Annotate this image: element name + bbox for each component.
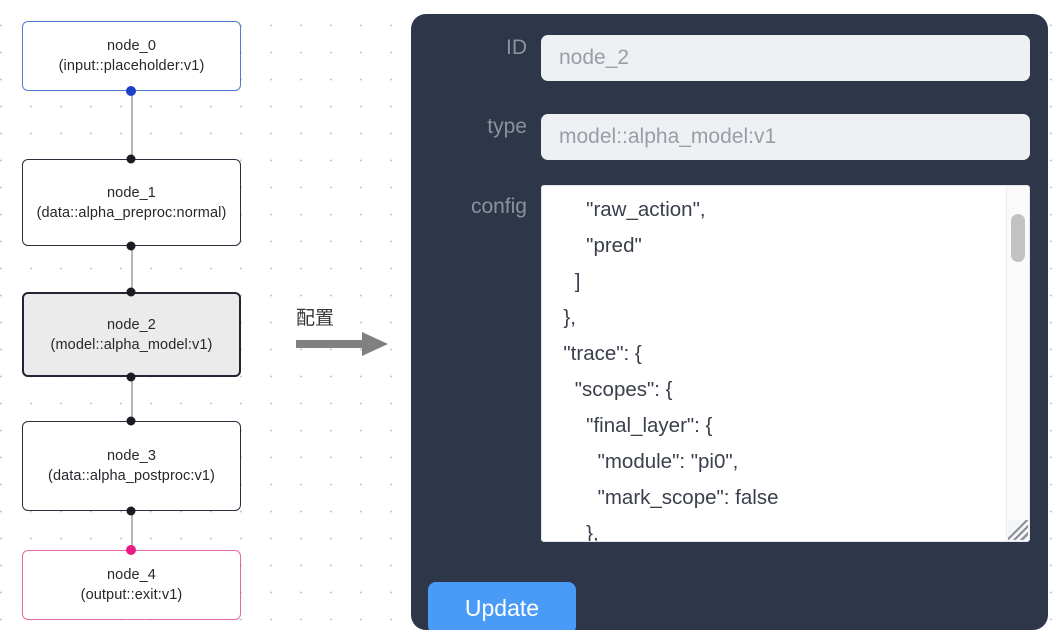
node-type-label: (data::alpha_postproc:v1) [48,468,215,484]
node-handle-source-node_2[interactable] [126,372,136,382]
node-handle-source-node_1[interactable] [126,241,136,251]
node-handle-source-node_0[interactable] [126,86,136,96]
field-row-id: ID node_2 [429,35,1030,81]
node-type-label: (data::alpha_preproc:normal) [36,204,227,221]
flow-node-node_4[interactable]: node_4 (output::exit:v1) [22,550,241,620]
annotation-label: 配置 [296,307,335,329]
config-field-label: config [470,195,527,218]
update-button[interactable]: Update [428,582,576,630]
flow-node-node_2[interactable]: node_2 (model::alpha_model:v1) [22,292,241,377]
flow-node-node_1[interactable]: node_1 (data::alpha_preproc:normal) [22,159,241,246]
arrow-right-icon [296,331,390,362]
edge-node3-node4 [131,511,134,550]
config-textarea[interactable]: "raw_action", "pred" ] }, "trace": { "sc… [563,198,779,541]
node-type-label: (model::alpha_model:v1) [50,336,213,353]
node-id-label: node_1 [106,184,156,201]
node-handle-target-node_4[interactable] [126,545,136,555]
flow-node-node_3[interactable]: node_3 (data::alpha_postproc:v1) [22,421,241,511]
type-input[interactable]: model::alpha_model:v1 [541,114,1030,160]
edge-node2-node3 [131,377,134,421]
node-id-label: node_4 [106,567,156,583]
edge-node0-node1 [131,91,134,159]
resize-handle-icon[interactable] [1008,520,1028,540]
edge-node1-node2 [131,246,134,292]
node-id-label: node_2 [106,316,156,333]
node-handle-source-node_3[interactable] [126,506,136,516]
node-handle-target-node_1[interactable] [126,154,136,164]
id-field-label: ID [506,36,527,59]
config-scrollbar[interactable] [1006,186,1029,541]
node-id-label: node_0 [107,38,156,54]
config-textarea-wrapper: "raw_action", "pred" ] }, "trace": { "sc… [541,185,1030,542]
flow-node-node_0[interactable]: node_0 (input::placeholder:v1) [22,21,241,91]
id-input[interactable]: node_2 [541,35,1030,81]
node-config-panel: ID node_2 type model::alpha_model:v1 con… [411,14,1048,630]
node-handle-target-node_2[interactable] [126,287,136,297]
node-id-label: node_3 [107,448,156,464]
field-row-type: type model::alpha_model:v1 [429,114,1030,160]
node-handle-target-node_3[interactable] [126,416,136,426]
node-type-label: (input::placeholder:v1) [58,58,205,74]
config-scrollbar-thumb[interactable] [1011,214,1025,262]
node-type-label: (output::exit:v1) [80,587,183,603]
type-field-label: type [487,115,527,138]
annotation-group: 配置 [296,303,396,363]
